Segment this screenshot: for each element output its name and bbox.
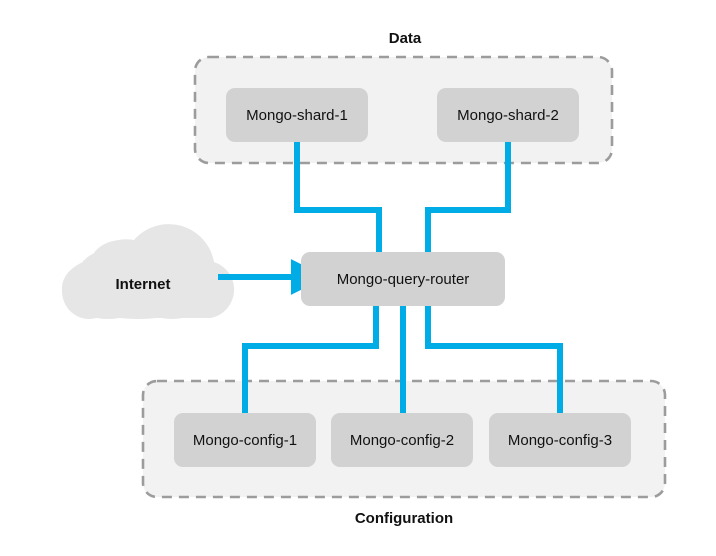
connector-router-to-config1 <box>242 306 379 415</box>
node-mongo-config-3[interactable] <box>489 413 631 467</box>
connector-shard1-to-router <box>294 141 382 252</box>
internet-cloud[interactable] <box>62 224 235 319</box>
connector-router-to-config3 <box>425 306 563 415</box>
node-mongo-config-1[interactable] <box>174 413 316 467</box>
connector-shard2-to-router <box>425 141 511 252</box>
node-mongo-shard-1[interactable] <box>226 88 368 142</box>
node-mongo-query-router[interactable] <box>301 252 505 306</box>
node-mongo-config-2[interactable] <box>331 413 473 467</box>
node-mongo-shard-2[interactable] <box>437 88 579 142</box>
